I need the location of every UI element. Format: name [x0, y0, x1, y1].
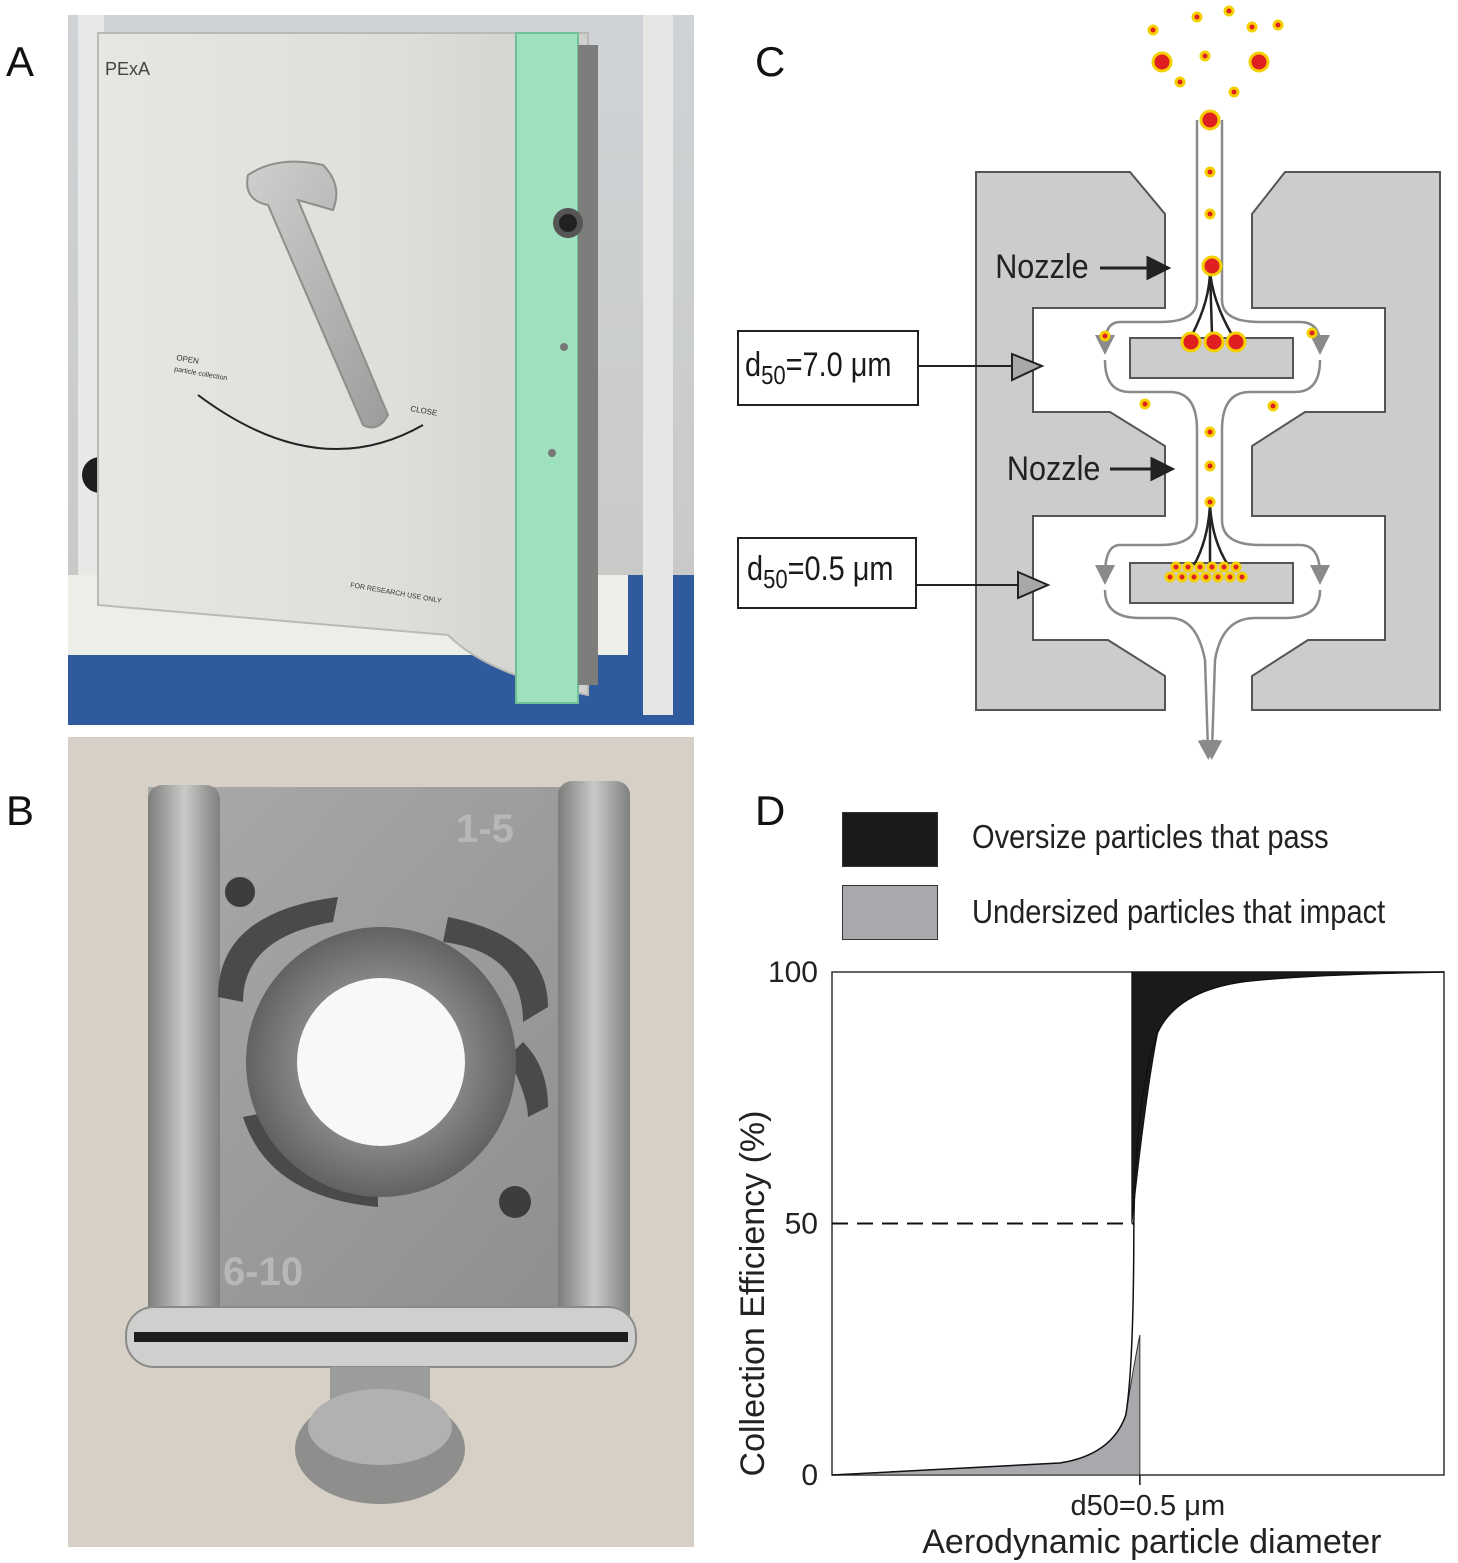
panel-b-photo: 1-5 6-10: [68, 737, 694, 1547]
engrave-bottom: 6-10: [223, 1250, 303, 1294]
d50-top-sub: 50: [761, 359, 786, 390]
nozzle-label-bottom: Nozzle: [1007, 450, 1100, 488]
x-tick-label: d50=0.5 μm: [1071, 1490, 1226, 1522]
legend-swatch-undersize: [842, 885, 938, 940]
efficiency-curve: [831, 971, 1445, 1476]
d50-top-box: d50=7.0 μm: [737, 330, 919, 406]
d50-bottom-sub: 50: [763, 563, 788, 594]
panel-b-letter: B: [6, 787, 35, 834]
y-tick-label: 50: [785, 1208, 818, 1241]
pexa-device-illustration: PExA OPEN particle collection CLOSE FOR …: [68, 15, 694, 725]
impactor-plate-illustration: 1-5 6-10: [68, 737, 694, 1547]
panel-a-photo: PExA OPEN particle collection CLOSE FOR …: [68, 15, 694, 725]
impactor-schematic: Nozzle Nozzle: [916, 5, 1441, 760]
right-housing-block: [1251, 171, 1441, 711]
d50-top-prefix: d: [745, 346, 762, 384]
legend-swatch-oversize: [842, 812, 938, 867]
panel-c-letter: C: [755, 38, 786, 85]
legend-label-undersize: Undersized particles that impact: [972, 893, 1386, 930]
y-tick-label: 0: [801, 1459, 818, 1492]
panel-d-letter: D: [755, 787, 786, 834]
y-axis-label: Collection Efficiency (%): [734, 1111, 772, 1477]
d50-top-value: =7.0 μm: [785, 346, 892, 384]
panel-a-letter: A: [6, 38, 35, 85]
nozzle-label-top: Nozzle: [995, 248, 1088, 286]
d50-bottom-value: =0.5 μm: [787, 550, 894, 588]
open-label: OPEN: [176, 353, 200, 366]
y-tick-label: 100: [768, 956, 818, 989]
d50-bottom-box: d50=0.5 μm: [737, 537, 917, 609]
brand-text: PExA: [105, 59, 150, 79]
x-axis-label: Aerodynamic particle diameter: [922, 1523, 1381, 1561]
engrave-top: 1-5: [456, 807, 514, 851]
d50-bottom-prefix: d: [747, 550, 764, 588]
legend-label-oversize: Oversize particles that pass: [972, 818, 1329, 855]
particles: [1099, 5, 1318, 583]
